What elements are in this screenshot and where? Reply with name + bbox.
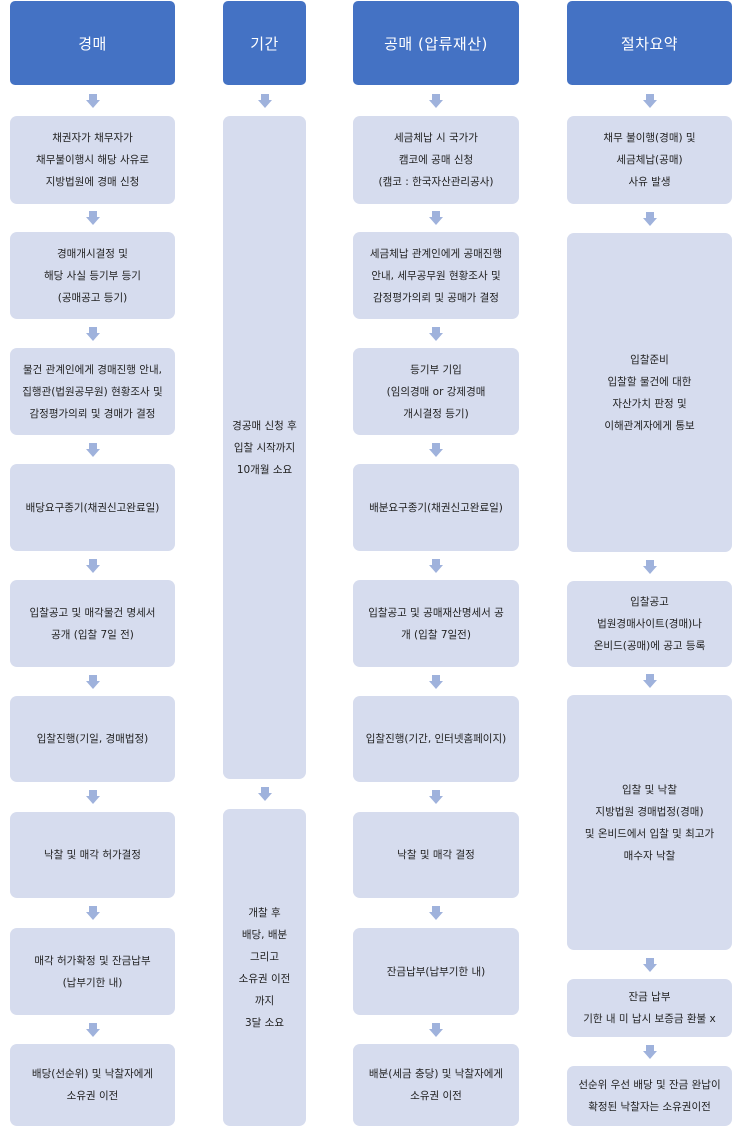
step-box-summary-6: 선순위 우선 배당 및 잔금 완납이 확정된 낙찰자는 소유권이전 xyxy=(567,1066,732,1126)
down-arrow-icon xyxy=(429,211,443,225)
step-box-summary-1: 채무 불이행(경매) 및 세금체납(공매) 사유 발생 xyxy=(567,116,732,204)
down-arrow-icon xyxy=(642,674,657,688)
step-box-public-sale-1: 세금체납 시 국가가 캠코에 공매 신청 (캠코 : 한국자산관리공사) xyxy=(353,116,519,204)
step-box-summary-2: 입찰준비 입찰할 물건에 대한 자산가치 판정 및 이해관계자에게 통보 xyxy=(567,233,732,552)
header-period: 기간 xyxy=(223,1,306,85)
step-box-auction-8: 매각 허가확정 및 잔금납부 (납부기한 내) xyxy=(10,928,175,1015)
down-arrow-icon xyxy=(429,674,443,689)
down-arrow-icon xyxy=(85,790,100,804)
step-box-auction-1: 채권자가 채무자가 채무불이행시 해당 사유로 지방법원에 경매 신청 xyxy=(10,116,175,204)
step-box-summary-3: 입찰공고 법원경매사이트(경매)나 온비드(공매)에 공고 등록 xyxy=(567,581,732,667)
down-arrow-icon xyxy=(429,94,443,108)
header-summary: 절차요약 xyxy=(567,1,732,85)
step-box-auction-9: 배당(선순위) 및 낙찰자에게 소유권 이전 xyxy=(10,1044,175,1126)
down-arrow-icon xyxy=(642,559,657,574)
step-box-auction-5: 입찰공고 및 매각물건 명세서 공개 (입찰 7일 전) xyxy=(10,580,175,667)
step-box-public-sale-5: 입찰공고 및 공매재산명세서 공 개 (입찰 7일전) xyxy=(353,580,519,667)
down-arrow-icon xyxy=(85,442,100,457)
down-arrow-icon xyxy=(429,442,443,457)
down-arrow-icon xyxy=(642,1044,657,1059)
step-box-public-sale-6: 입찰진행(기간, 인터넷홈페이지) xyxy=(353,696,519,782)
step-box-public-sale-9: 배분(세금 충당) 및 낙찰자에게 소유권 이전 xyxy=(353,1044,519,1126)
step-box-auction-6: 입찰진행(기일, 경매법정) xyxy=(10,696,175,782)
down-arrow-icon xyxy=(85,558,100,573)
down-arrow-icon xyxy=(85,211,100,225)
down-arrow-icon xyxy=(85,326,100,341)
down-arrow-icon xyxy=(257,94,272,108)
step-box-period-1: 경공매 신청 후 입찰 시작까지 10개월 소요 xyxy=(223,116,306,779)
down-arrow-icon xyxy=(257,787,272,801)
step-box-summary-4: 입찰 및 낙찰 지방법원 경매법정(경매) 및 온비드에서 입찰 및 최고가 매… xyxy=(567,695,732,950)
down-arrow-icon xyxy=(429,1022,443,1037)
step-box-public-sale-2: 세금체납 관계인에게 공매진행 안내, 세무공무원 현황조사 및 감정평가의뢰 … xyxy=(353,232,519,319)
down-arrow-icon xyxy=(429,558,443,573)
header-public-sale: 공매 (압류재산) xyxy=(353,1,519,85)
down-arrow-icon xyxy=(642,957,657,972)
step-box-auction-4: 배당요구종기(채권신고완료일) xyxy=(10,464,175,551)
step-box-public-sale-3: 등기부 기입 (임의경매 or 강제경매 개시결정 등기) xyxy=(353,348,519,435)
down-arrow-icon xyxy=(429,326,443,341)
step-box-summary-5: 잔금 납부 기한 내 미 납시 보증금 환불 x xyxy=(567,979,732,1037)
down-arrow-icon xyxy=(429,790,443,804)
down-arrow-icon xyxy=(85,1022,100,1037)
down-arrow-icon xyxy=(85,906,100,920)
step-box-auction-7: 낙찰 및 매각 허가결정 xyxy=(10,812,175,898)
header-auction: 경매 xyxy=(10,1,175,85)
down-arrow-icon xyxy=(642,211,657,226)
down-arrow-icon xyxy=(642,94,657,108)
step-box-public-sale-7: 낙찰 및 매각 결정 xyxy=(353,812,519,898)
step-box-auction-3: 물건 관계인에게 경매진행 안내, 집행관(법원공무원) 현황조사 및 감정평가… xyxy=(10,348,175,435)
step-box-auction-2: 경매개시결정 및 해당 사실 등기부 등기 (공매공고 등기) xyxy=(10,232,175,319)
step-box-public-sale-8: 잔금납부(납부기한 내) xyxy=(353,928,519,1015)
step-box-period-2: 개찰 후 배당, 배분 그리고 소유권 이전 까지 3달 소요 xyxy=(223,809,306,1126)
step-box-public-sale-4: 배분요구종기(채권신고완료일) xyxy=(353,464,519,551)
down-arrow-icon xyxy=(85,674,100,689)
down-arrow-icon xyxy=(429,906,443,920)
down-arrow-icon xyxy=(85,94,100,108)
